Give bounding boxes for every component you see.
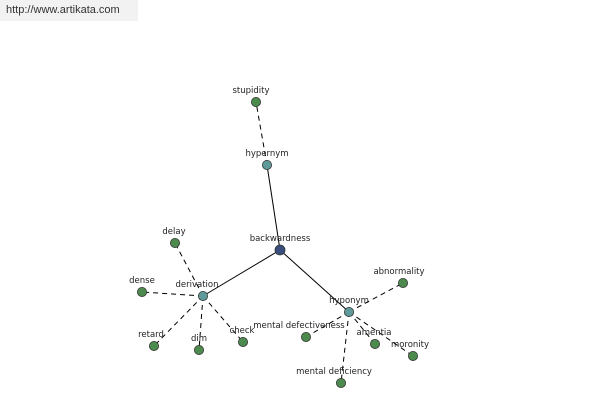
node-label-stupidity: stupidity (232, 86, 269, 96)
node-dot-moronity[interactable] (407, 350, 418, 361)
node-dot-backwardness[interactable] (274, 244, 286, 256)
node-moronity[interactable]: moronity (391, 340, 429, 361)
edge-derivation-to-check (202, 295, 244, 343)
node-label-hyponym: hyponym (329, 296, 369, 306)
edge-derivation-to-dim (198, 295, 204, 351)
node-dot-mental-defectiveness[interactable] (300, 331, 311, 342)
node-dot-abnormality[interactable] (397, 277, 408, 288)
edges-layer (141, 101, 414, 384)
node-label-moronity: moronity (391, 340, 429, 350)
node-label-retard: retard (138, 330, 164, 340)
node-label-amentia: amentia (356, 328, 391, 338)
node-mental-deficiency[interactable]: mental deficiency (296, 367, 372, 388)
node-dot-dense[interactable] (136, 286, 147, 297)
node-hyponym[interactable]: hyponym (329, 296, 369, 317)
node-dot-delay[interactable] (169, 237, 180, 248)
node-dot-mental-deficiency[interactable] (335, 377, 346, 388)
node-check[interactable]: check (230, 326, 255, 347)
node-mental-defectiveness[interactable]: mental defectiveness (253, 321, 345, 342)
node-dot-amentia[interactable] (369, 338, 380, 349)
node-dot-retard[interactable] (148, 340, 159, 351)
node-dense[interactable]: dense (129, 276, 155, 297)
edge-hyponym-to-mental-deficiency (340, 311, 350, 384)
node-dot-check[interactable] (237, 336, 248, 347)
node-dot-derivation[interactable] (197, 290, 208, 301)
node-label-derivation: derivation (175, 280, 218, 290)
node-label-hypernym: hypernym (245, 149, 288, 159)
node-derivation[interactable]: derivation (175, 280, 219, 301)
node-dot-hyponym[interactable] (343, 306, 354, 317)
edge-hyponym-to-amentia (348, 311, 376, 345)
edge-hyponym-to-moronity (348, 311, 414, 357)
node-hypernym[interactable]: hypernym (245, 149, 289, 170)
edge-backwardness-to-derivation (202, 249, 281, 297)
node-abnormality[interactable]: abnormality (373, 267, 425, 288)
node-label-dim: dim (191, 334, 207, 344)
edge-derivation-to-delay (174, 242, 204, 297)
node-retard[interactable]: retard (138, 330, 164, 351)
node-dot-stupidity[interactable] (250, 97, 261, 108)
node-label-backwardness: backwardness (250, 234, 311, 244)
node-dot-hypernym[interactable] (261, 159, 272, 170)
node-stupidity[interactable]: stupidity (232, 86, 270, 108)
edge-derivation-to-dense (141, 291, 204, 297)
edge-hyponym-to-abnormality (348, 282, 404, 313)
node-dim[interactable]: dim (191, 334, 207, 355)
nodes-layer: backwardness hypernym derivation hyponym stu… (129, 86, 429, 388)
node-delay[interactable]: delay (162, 227, 186, 248)
edge-backwardness-to-hyponym (279, 249, 350, 313)
edge-backwardness-to-hypernym (266, 164, 281, 251)
node-backwardness[interactable]: backwardness (250, 234, 311, 256)
node-label-dense: dense (129, 276, 155, 286)
node-label-mental-defectiveness: mental defectiveness (253, 321, 345, 331)
node-label-mental-deficiency: mental deficiency (296, 367, 372, 377)
edge-hypernym-to-stupidity (255, 101, 268, 166)
node-dot-dim[interactable] (193, 344, 204, 355)
node-label-abnormality: abnormality (373, 267, 424, 277)
node-amentia[interactable]: amentia (356, 328, 392, 349)
node-label-delay: delay (162, 227, 185, 237)
source-url-label[interactable]: http://www.artikata.com (0, 0, 138, 21)
node-label-check: check (230, 326, 255, 336)
edge-derivation-to-retard (153, 295, 204, 347)
